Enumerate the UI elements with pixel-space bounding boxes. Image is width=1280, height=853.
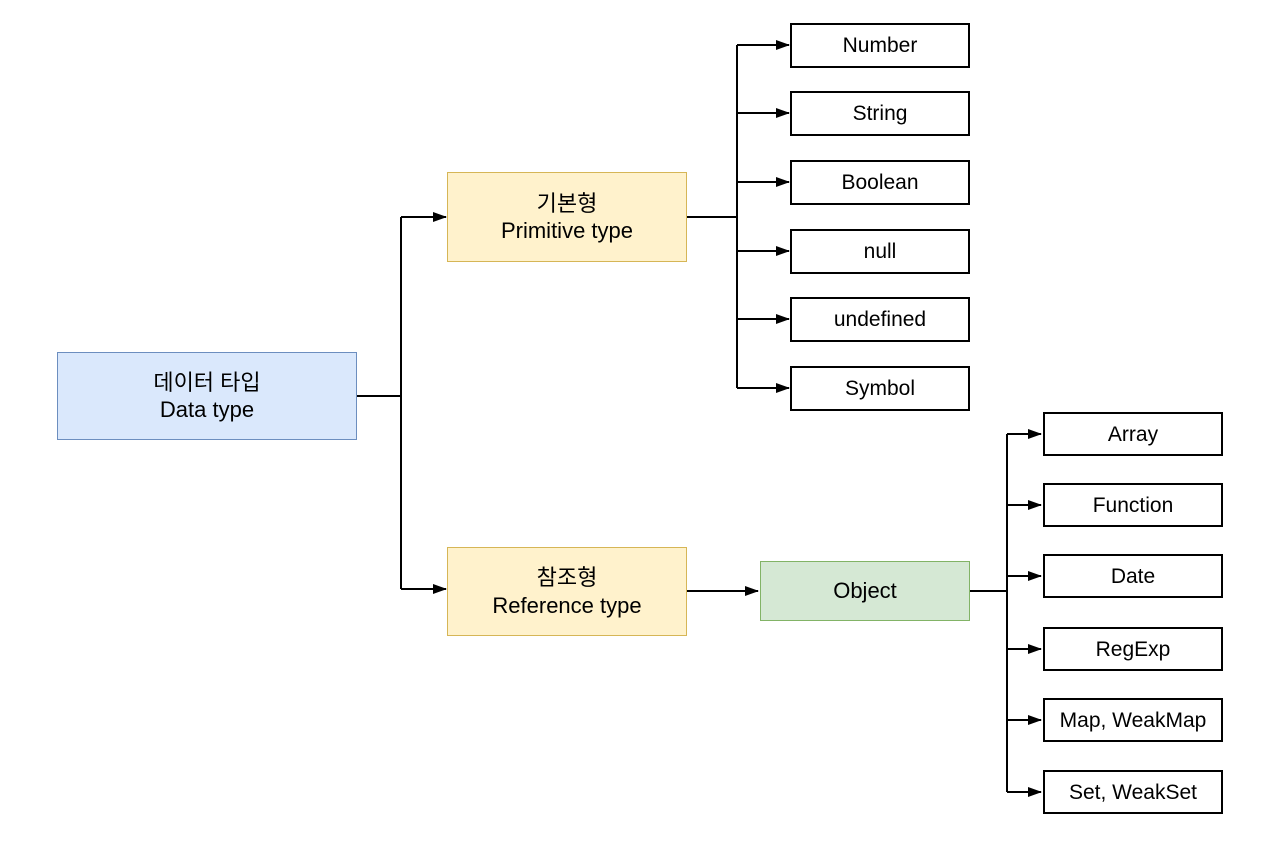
node-undefined: undefined bbox=[790, 297, 970, 342]
node-object: Object bbox=[760, 561, 970, 621]
node-number-label: Number bbox=[842, 34, 918, 57]
node-number: Number bbox=[790, 23, 970, 68]
node-set-weakset-label: Set, WeakSet bbox=[1068, 780, 1197, 804]
node-string: String bbox=[790, 91, 970, 136]
node-set-weakset: Set, WeakSet bbox=[1043, 770, 1223, 814]
node-regexp-label: RegExp bbox=[1095, 637, 1171, 661]
node-data-type-label-ko: 데이터 타입 bbox=[153, 369, 261, 395]
node-primitive-type-label-en: Primitive type bbox=[500, 218, 634, 243]
node-boolean: Boolean bbox=[790, 160, 970, 205]
node-function-label: Function bbox=[1092, 493, 1174, 517]
node-function: Function bbox=[1043, 483, 1223, 527]
node-null: null bbox=[790, 229, 970, 274]
node-reference-type-label-ko: 참조형 bbox=[536, 565, 598, 590]
node-null-label: null bbox=[863, 240, 897, 263]
node-symbol: Symbol bbox=[790, 366, 970, 411]
node-data-type-label-en: Data type bbox=[159, 397, 255, 422]
node-map-weakmap-label: Map, WeakMap bbox=[1059, 708, 1207, 732]
node-boolean-label: Boolean bbox=[841, 171, 919, 194]
node-primitive-type-label-ko: 기본형 bbox=[536, 190, 598, 216]
node-symbol-label: Symbol bbox=[844, 377, 916, 400]
node-data-type: 데이터 타입 Data type bbox=[57, 352, 357, 440]
node-object-label: Object bbox=[833, 578, 897, 604]
node-array-label: Array bbox=[1107, 422, 1159, 446]
node-map-weakmap: Map, WeakMap bbox=[1043, 698, 1223, 742]
node-date-label: Date bbox=[1110, 564, 1156, 588]
node-primitive-type: 기본형 Primitive type bbox=[447, 172, 687, 262]
node-reference-type: 참조형 Reference type bbox=[447, 547, 687, 636]
node-array: Array bbox=[1043, 412, 1223, 456]
node-undefined-label: undefined bbox=[833, 308, 927, 331]
node-string-label: String bbox=[852, 102, 908, 125]
node-reference-type-label-en: Reference type bbox=[492, 592, 642, 618]
node-regexp: RegExp bbox=[1043, 627, 1223, 671]
node-date: Date bbox=[1043, 554, 1223, 598]
